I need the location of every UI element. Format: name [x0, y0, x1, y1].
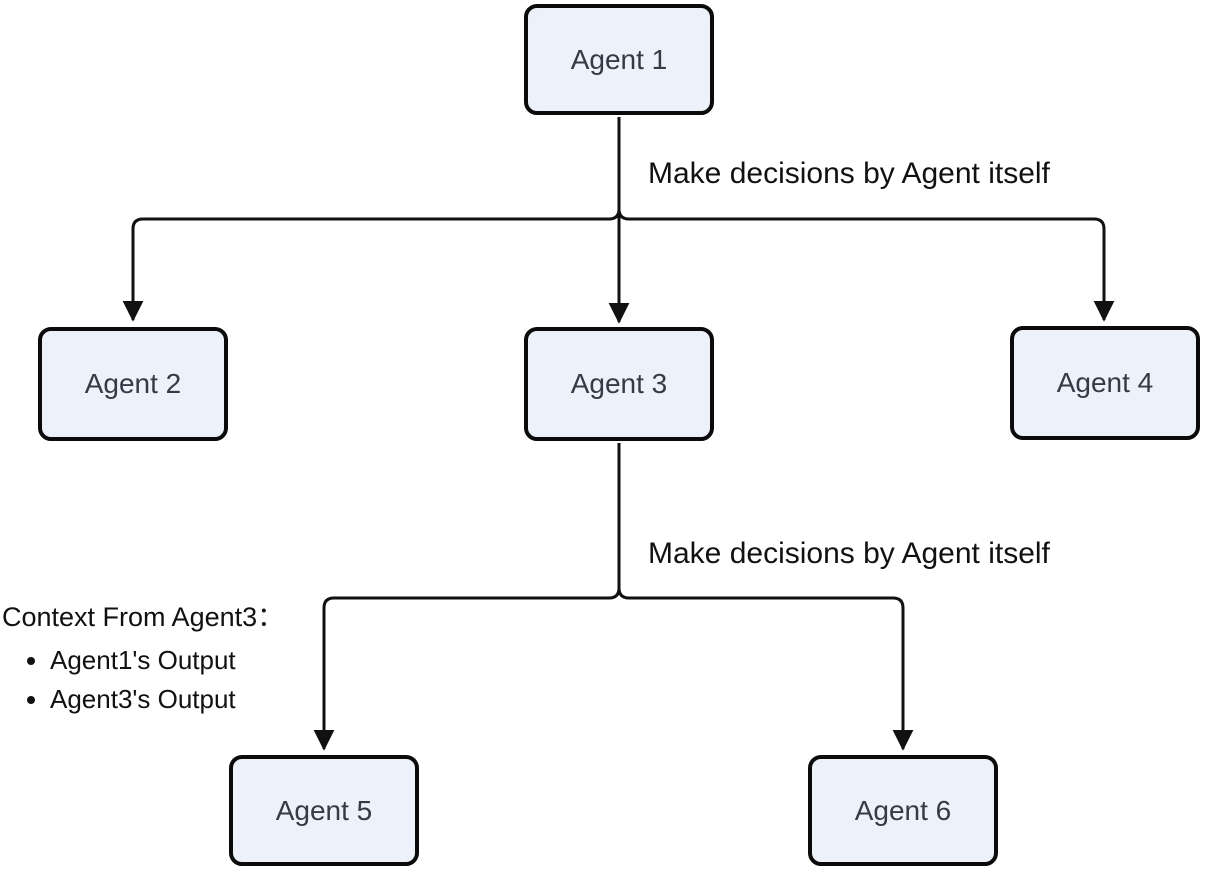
context-note-item: Agent3's Output [50, 680, 332, 719]
node-agent-6: Agent 6 [808, 755, 998, 866]
node-agent-4-label: Agent 4 [1056, 367, 1154, 398]
node-agent-2: Agent 2 [38, 327, 228, 441]
context-note-item: Agent1's Output [50, 641, 332, 680]
edge-agent1-agent2 [122, 117, 621, 322]
node-agent-5-label: Agent 5 [275, 794, 373, 826]
context-note-title: Context From Agent3： [2, 602, 285, 632]
edge-agent1-agent4 [617, 117, 1115, 322]
edge-agent3-agent5 [313, 443, 621, 751]
node-agent-5: Agent 5 [229, 755, 419, 866]
node-agent-4: Agent 4 [1010, 326, 1200, 440]
node-agent-6-label: Agent 6 [854, 794, 952, 826]
edge-label-make-decisions-bottom: Make decisions by Agent itself [648, 537, 1050, 570]
node-agent-1: Agent 1 [524, 4, 714, 115]
context-note: Context From Agent3： Agent1's Output Age… [2, 601, 332, 719]
context-note-list: Agent1's Output Agent3's Output [2, 641, 332, 719]
edge-agent3-agent6 [617, 443, 914, 751]
edge-label-make-decisions-top: Make decisions by Agent itself [648, 157, 1050, 190]
node-agent-2-label: Agent 2 [84, 368, 182, 399]
node-agent-1-label: Agent 1 [570, 43, 668, 75]
node-agent-3-label: Agent 3 [570, 368, 668, 399]
node-agent-3: Agent 3 [524, 327, 714, 441]
